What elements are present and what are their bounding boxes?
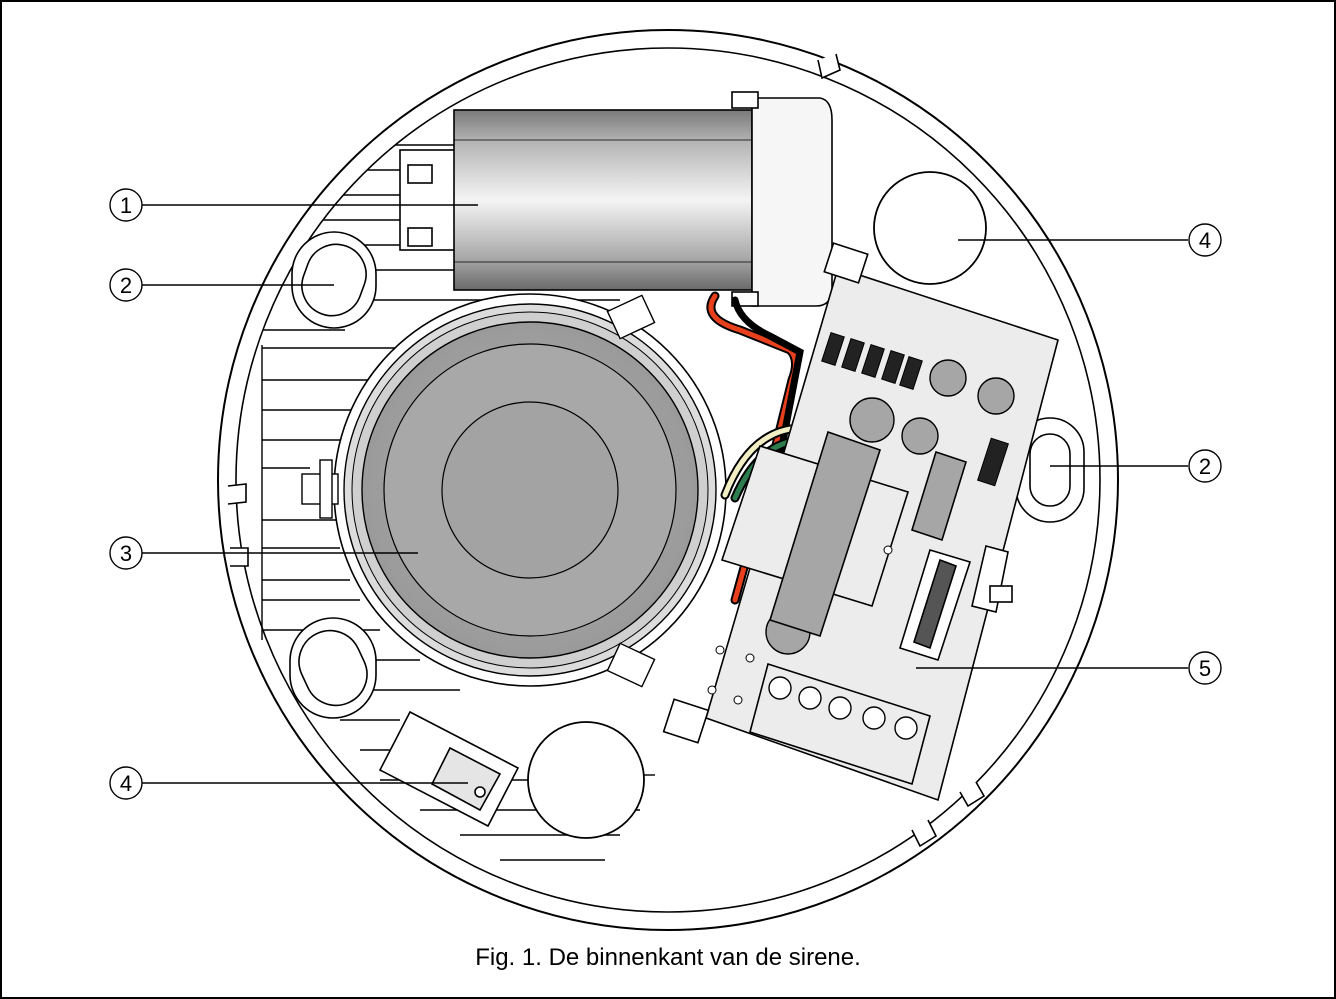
capacitor-cylinder xyxy=(399,91,833,307)
lower-bracket xyxy=(378,710,520,828)
svg-text:5: 5 xyxy=(1199,656,1211,681)
figure-caption: Fig. 1. De binnenkant van de sirene. xyxy=(475,944,861,971)
callout-4-upper: 4 xyxy=(1188,223,1222,257)
svg-text:4: 4 xyxy=(120,771,132,796)
callout-2-right: 2 xyxy=(1188,449,1222,483)
mounting-hole-left-upper xyxy=(291,231,377,329)
callout-1: 1 xyxy=(109,188,143,222)
pin-header xyxy=(821,331,1009,487)
callout-leaders xyxy=(142,204,1188,784)
callout-5: 5 xyxy=(1188,651,1222,685)
svg-text:4: 4 xyxy=(1199,228,1211,253)
svg-text:2: 2 xyxy=(1199,454,1211,479)
speaker xyxy=(301,293,727,688)
svg-text:2: 2 xyxy=(120,273,132,298)
mounting-hole-right xyxy=(1015,417,1085,523)
knockout-circle-upper xyxy=(873,171,987,285)
callout-2-left: 2 xyxy=(109,268,143,302)
callout-3: 3 xyxy=(109,536,143,570)
mounting-hole-left-lower xyxy=(289,617,377,719)
svg-text:3: 3 xyxy=(120,541,132,566)
knockout-circle-lower xyxy=(527,721,645,839)
svg-text:1: 1 xyxy=(120,193,132,218)
pcb-board xyxy=(662,242,1059,802)
callout-4-lower: 4 xyxy=(109,766,143,800)
callouts: 1 2 3 4 2 4 5 xyxy=(109,188,1222,800)
